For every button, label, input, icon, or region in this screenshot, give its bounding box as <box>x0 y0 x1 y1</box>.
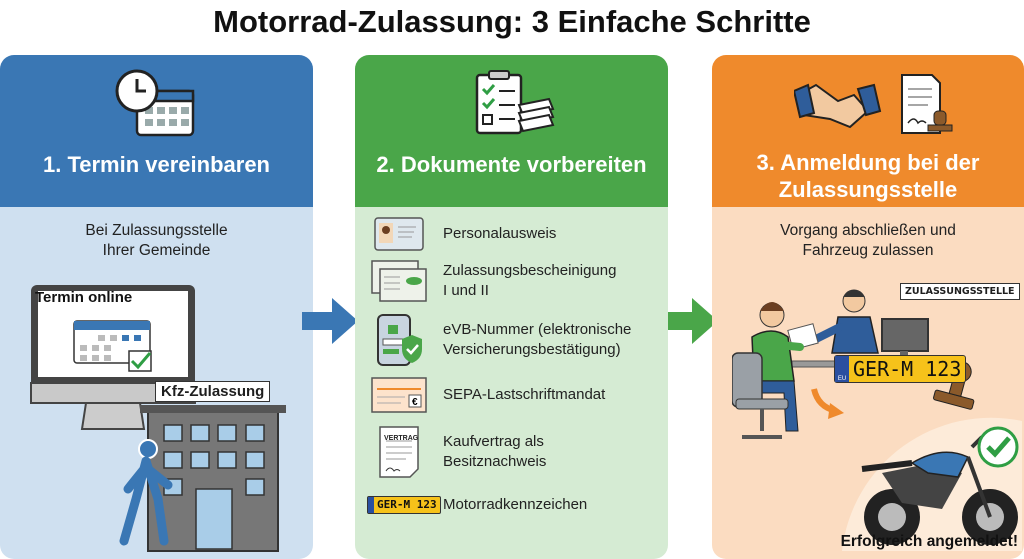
phone-shield-icon <box>377 314 422 366</box>
document-label: eVB-Nummer (elektronische <box>443 321 632 338</box>
document-label: SEPA-Lastschriftmandat <box>443 386 606 403</box>
document-label: Versicherungsbestätigung) <box>443 341 621 358</box>
license-plate-icon: GER-M 123 <box>367 496 441 514</box>
monitor-building-illustration <box>30 285 286 552</box>
step-3-subtitle-line1: Vorgang abschließen und <box>780 222 956 239</box>
document-item: GER-M 123 Motorradkennzeichen <box>355 495 668 515</box>
step-2-heading: 2. Dokumente vorbereiten <box>376 152 647 177</box>
step-1-header: 1. Termin vereinbaren <box>0 55 313 207</box>
id-card-icon <box>374 217 424 251</box>
success-message: Erfolgreich angemeldet! <box>840 533 1018 550</box>
document-label: Besitznachweis <box>443 453 547 470</box>
step-2-header: 2. Dokumente vorbereiten <box>355 55 668 207</box>
document-item: € SEPA-Lastschriftmandat <box>355 377 668 413</box>
clock-calendar-icon <box>115 69 195 137</box>
contract-label: VERTRAG <box>384 435 419 442</box>
page-title: Motorrad-Zulassung: 3 Einfache Schritte <box>213 4 811 39</box>
step-1-subtitle-line2: Ihrer Gemeinde <box>102 242 211 259</box>
checklist-documents-icon <box>475 70 555 135</box>
arrow-right-icon <box>668 298 718 344</box>
document-label: Zulassungsbescheinigung <box>443 262 617 279</box>
plate-eu-label: EU <box>835 356 849 382</box>
document-label: I und II <box>443 282 489 299</box>
step-1-heading: 1. Termin vereinbaren <box>42 152 270 177</box>
screen-label: Termin online <box>35 289 133 306</box>
plate-text: GER-M 123 <box>853 357 962 381</box>
arrow-right-icon <box>302 298 358 344</box>
step-3-subtitle-line2: Fahrzeug zulassen <box>802 242 934 259</box>
license-plate: EU GER-M 123 <box>834 355 967 383</box>
step-3-heading-line1: 3. Anmeldung bei der <box>756 150 980 175</box>
document-item: Zulassungsbescheinigung I und II <box>355 259 668 303</box>
handshake-contract-icon <box>794 74 953 134</box>
step-2-panel: 2. Dokumente vorbereiten Personalausweis… <box>355 55 668 559</box>
document-label: Motorradkennzeichen <box>443 496 588 513</box>
plate-text: GER-M 123 <box>377 498 437 511</box>
step-1-panel: 1. Termin vereinbaren Bei Zulassungsstel… <box>0 55 313 559</box>
contract-icon <box>379 426 419 478</box>
registration-certificate-icon <box>371 260 427 302</box>
step-3-heading-line2: Zulassungsstelle <box>778 177 958 202</box>
document-label: Personalausweis <box>443 225 557 242</box>
svg-text:€: € <box>412 397 418 408</box>
building-sign: Kfz-Zulassung <box>155 381 271 402</box>
document-label: Kaufvertrag als <box>443 433 544 450</box>
office-scene-illustration <box>732 289 1022 551</box>
motorcycle-icon <box>861 435 1018 545</box>
sepa-form-icon: € <box>371 377 427 413</box>
document-item: Personalausweis <box>355 217 668 251</box>
office-sign: ZULASSUNGSSTELLE <box>900 283 1020 300</box>
step-1-subtitle-line1: Bei Zulassungsstelle <box>85 222 228 239</box>
